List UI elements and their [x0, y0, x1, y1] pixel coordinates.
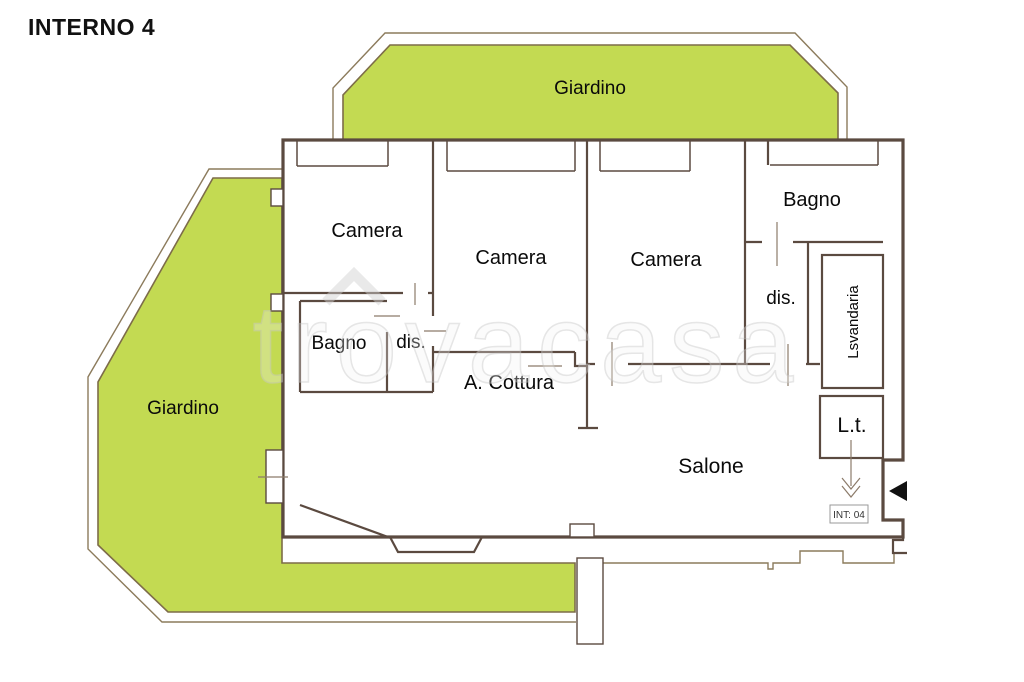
- exterior-corner-step: [891, 537, 907, 555]
- door-ticks: [258, 222, 789, 478]
- label-salone: Salone: [678, 455, 743, 478]
- label-camera-3: Camera: [630, 249, 702, 271]
- label-dis-left: dis.: [396, 332, 426, 353]
- plan-title: INTERNO 4: [28, 14, 156, 40]
- room-lavanderia-box: [820, 253, 885, 390]
- label-garden-top: Giardino: [554, 78, 626, 99]
- label-garden-left: Giardino: [147, 398, 219, 419]
- wall-bagno-left-block: [298, 299, 433, 394]
- wall-cottura-top: [433, 350, 587, 368]
- entrance-marker-triangle-icon: [889, 481, 907, 501]
- window-sills-top: [296, 140, 879, 172]
- label-angolo-cottura: A. Cottura: [464, 372, 555, 394]
- label-dis-right: dis.: [766, 288, 796, 309]
- garden-top-outer-outline: [332, 32, 848, 140]
- salone-sw-chamfer-wall: [299, 503, 389, 539]
- watermark: trovacasa: [252, 266, 802, 407]
- entrance-arrow-icon: [841, 440, 861, 498]
- apartment-exterior-wall: [281, 138, 905, 539]
- label-bagno-left: Bagno: [312, 333, 367, 354]
- entrance-tag: INT: 04: [833, 510, 865, 521]
- window-left-2: [270, 293, 284, 312]
- label-camera-2: Camera: [475, 247, 547, 269]
- label-lt: L.t.: [837, 414, 866, 437]
- label-bagno-right: Bagno: [783, 189, 841, 211]
- label-camera-1: Camera: [331, 220, 403, 242]
- label-lavanderia: Lsvandaria: [845, 285, 862, 359]
- wall-divider-right: [743, 140, 770, 364]
- salone-garden-door-recess: [389, 536, 483, 554]
- access-stairs: [576, 557, 604, 645]
- entrance-tag-box: [829, 504, 869, 524]
- watermark-house-roof-icon: [322, 266, 386, 306]
- facade-pillar: [569, 523, 595, 538]
- wall-divider-center: [578, 140, 598, 430]
- window-left-1: [270, 188, 284, 207]
- watermark-text: trovacasa: [253, 283, 802, 406]
- garden-left-outer-outline: [87, 168, 576, 623]
- walkway-right-outline: [603, 550, 903, 570]
